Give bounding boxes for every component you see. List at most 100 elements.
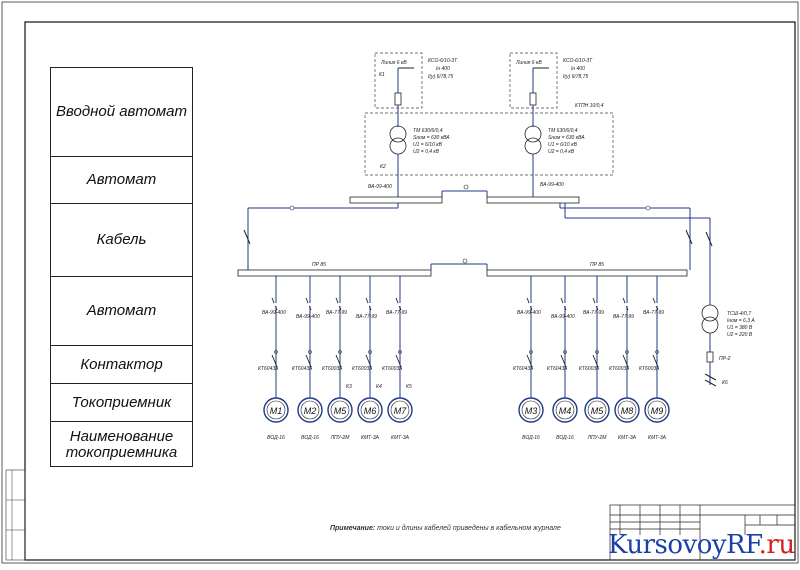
line-label-left: Линия 6 кВ — [380, 60, 407, 66]
aux-model: ТСШ-4/0,7 — [727, 311, 751, 317]
legend-table: Вводной автомат Автомат Кабель Автомат К… — [50, 67, 193, 467]
feeder-group-right: ВА-99-400КТ6043АМ3ВОД-16ВА-99-400КТ6043А… — [513, 276, 670, 441]
receiver-name: КМТ-3А — [391, 435, 410, 441]
motor-circle — [584, 397, 610, 423]
current-label-left: Iн 400 — [436, 66, 450, 72]
switch-label-left: КСО-6/10-3Т — [428, 58, 458, 64]
motor-circle — [552, 397, 578, 423]
motor-label: М2 — [304, 406, 317, 416]
current-label-right: Iн 400 — [571, 66, 585, 72]
contactor-label: КТ6043А — [513, 366, 534, 372]
breaker-label: ВА-77-99 — [643, 310, 664, 316]
receiver-name: ВОД-16 — [301, 435, 319, 441]
trafo-u2-left: U2 = 0,4 кВ — [413, 149, 440, 155]
breaker-label: ВА-99-400 — [517, 310, 541, 316]
breaker-label: ВА-77-99 — [583, 310, 604, 316]
bus-left — [237, 269, 432, 277]
motor-label: М6 — [364, 406, 377, 416]
breaker-label: ВА-77-99 — [356, 314, 377, 320]
legend-row-feeder-breaker: Автомат — [51, 277, 192, 346]
title-block — [609, 504, 796, 561]
trafo-s-left: Sном = 630 кВА — [413, 135, 450, 141]
inner-frame — [24, 21, 796, 561]
aux-u2: U2 = 220 В — [727, 332, 753, 338]
motor-circle — [387, 397, 413, 423]
contactor-label: КТ6003А — [322, 366, 343, 372]
aux-u1: U1 = 380 В — [727, 325, 753, 331]
legend-row-input-breaker: Вводной автомат — [51, 68, 192, 157]
motor-circle — [263, 397, 289, 423]
trafo-model-right: ТМ 630/6/0,4 — [548, 128, 578, 134]
motor-label: М1 — [270, 406, 283, 416]
receiver-name: КМТ-3А — [618, 435, 637, 441]
receiver-name: ВОД-16 — [556, 435, 574, 441]
aux-current: Iном = 6,3 А — [727, 318, 755, 324]
receiver-name: КМТ-3А — [361, 435, 380, 441]
upper-distribution — [243, 184, 713, 305]
note-title: Примечание: — [330, 525, 376, 532]
motor-circle — [357, 397, 383, 423]
rating-label-left: I(у) 6/78,75 — [428, 74, 454, 80]
aux-branch — [701, 304, 719, 387]
legend-row-cable: Кабель — [51, 204, 192, 277]
contactor-label: КТ6003А — [609, 366, 630, 372]
ktp-label: КТПН 10/0,4 — [575, 103, 604, 109]
cable-tag: К5 — [406, 384, 412, 390]
bus-label-right: ПР 85 — [590, 262, 604, 268]
motor-circle — [327, 397, 353, 423]
incoming-column-left — [389, 67, 414, 197]
bus-section-tie — [430, 263, 488, 270]
breaker-label: ВА-77-99 — [386, 310, 407, 316]
motor-label: М9 — [651, 406, 664, 416]
note-body: токи и длины кабелей приведены в кабельн… — [375, 525, 561, 532]
breaker-label: ВА-99-400 — [551, 314, 575, 320]
watermark-accent: .ru — [758, 530, 795, 560]
motor-label: М7 — [394, 406, 407, 416]
legend-row-breaker: Автомат — [51, 157, 192, 204]
trafo-u2-right: U2 = 0,4 кВ — [548, 149, 575, 155]
site-watermark[interactable]: KursovoyRF.ru — [608, 530, 795, 560]
receiver-name: ЛПУ-2М — [587, 435, 608, 441]
trafo-tag-left: К2 — [380, 164, 386, 170]
legend-row-receiver: Токоприемник — [51, 384, 192, 422]
contactor-label: КТ6043А — [258, 366, 279, 372]
line-label-right: Линия 6 кВ — [515, 60, 542, 66]
motor-circle — [518, 397, 544, 423]
watermark-main: KursovoyRF — [608, 530, 759, 560]
cable-tag: К4 — [376, 384, 382, 390]
contactor-label: КТ6043А — [547, 366, 568, 372]
incoming-column-right — [524, 67, 549, 197]
receiver-name: ВОД-16 — [522, 435, 540, 441]
motor-label: М4 — [559, 406, 572, 416]
trafo-u1-left: U1 = 6/10 кВ — [413, 142, 443, 148]
breaker-label: ВА-99-400 — [262, 310, 286, 316]
motor-circle — [614, 397, 640, 423]
motor-label: М5 — [591, 406, 604, 416]
ct-tag-left: К1 — [379, 72, 385, 78]
motor-circle — [297, 397, 323, 423]
feeder-group-left: ВА-99-400КТ6043АМ1ВОД-16ВА-99-400КТ6043А… — [258, 276, 413, 441]
motor-label: М5 — [334, 406, 347, 416]
bus-right — [486, 269, 688, 277]
breaker-label: ВА-77-99 — [613, 314, 634, 320]
main-breaker-left: ВА-99-400 — [368, 184, 392, 190]
aux-fuse: ПР-2 — [719, 356, 731, 362]
margin-stamp — [5, 469, 26, 561]
contactor-label: КТ6003А — [579, 366, 600, 372]
receiver-name: ЛПУ-2М — [330, 435, 351, 441]
receiver-name: ВОД-16 — [267, 435, 285, 441]
note-text: Примечание: токи и длины кабелей приведе… — [330, 525, 561, 532]
breaker-label: ВА-77-99 — [326, 310, 347, 316]
motor-circle — [644, 397, 670, 423]
